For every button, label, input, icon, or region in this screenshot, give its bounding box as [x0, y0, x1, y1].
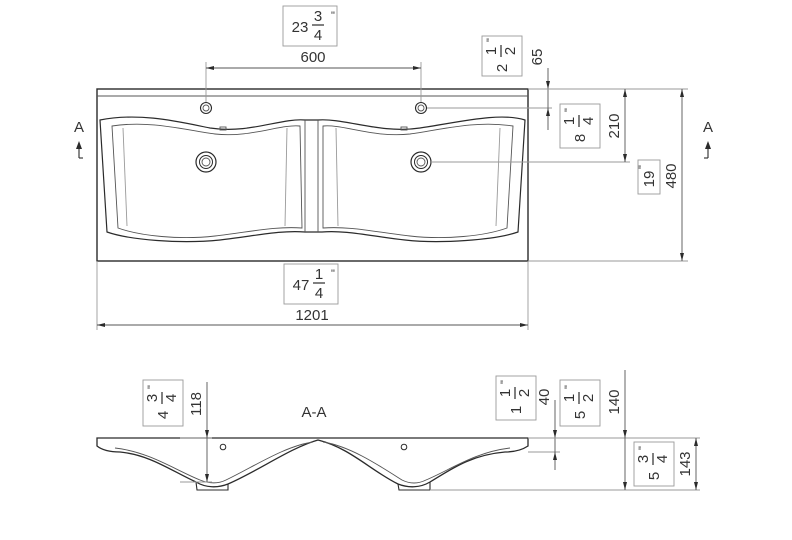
dim-drain-offset-in-mark: "	[563, 108, 575, 112]
dim-faucet-offset: 65 2 1 2 "	[427, 35, 552, 130]
section-marker-left: A	[74, 119, 84, 159]
dim-bowl-depth-in-mark: "	[146, 385, 158, 389]
dim-faucet-offset-in-den: 2	[502, 47, 519, 55]
section-inner-profile-right	[322, 441, 511, 484]
dim-faucet-spacing-mm: 600	[300, 49, 325, 66]
dim-bowl-depth: 118 4 3 4 "	[142, 379, 212, 483]
section-view: A-A 118 4 3 4 "	[96, 370, 700, 491]
dim-bowl-depth-in-num: 3	[144, 394, 161, 402]
side-line-left	[122, 127, 128, 227]
dim-faucet-spacing: 600 23 3 4 "	[205, 5, 422, 102]
dim-depth: 480 19 "	[528, 88, 688, 262]
dim-width: 47 1 4 " 1201	[96, 261, 529, 330]
faucet-hole-left	[199, 101, 213, 115]
overflow-left	[219, 126, 227, 131]
dim-depth-in-mark: "	[637, 165, 649, 169]
section-marker-right-label: A	[703, 119, 713, 136]
bowl-inner-contour	[111, 123, 303, 238]
dim-bowl-depth-mm: 118	[188, 392, 205, 416]
dim-faucet-offset-in-mark: "	[485, 38, 497, 42]
side-line-right-2	[495, 127, 501, 227]
overflow-hole-right	[400, 443, 408, 451]
dim-bowl-depth-in-den: 4	[163, 394, 180, 402]
dim-basin-height-in-mark: "	[563, 385, 575, 389]
dim-total-height-in-mark: "	[637, 446, 649, 450]
side-line-right	[335, 127, 339, 227]
dim-basin-height-in-whole: 5	[572, 411, 589, 419]
section-marker-right: A	[703, 119, 713, 159]
faucet-hole-right	[414, 101, 428, 115]
drain-stub-left	[195, 481, 229, 491]
section-marker-left-label: A	[74, 119, 84, 136]
dim-width-in-whole: 47	[293, 277, 310, 294]
section-profile	[96, 437, 529, 488]
dim-total-height-in-den: 4	[654, 455, 671, 463]
dim-depth-mm: 480	[663, 163, 680, 188]
dim-faucet-offset-mm: 65	[529, 49, 546, 66]
dim-faucet-spacing-in-mark: "	[331, 10, 335, 22]
overflow-right	[400, 126, 408, 131]
dim-total-height-in-whole: 5	[646, 472, 663, 480]
top-view: 600 23 3 4 " 65 2 1 2 "	[74, 5, 713, 330]
dim-faucet-spacing-in-num: 3	[314, 8, 322, 25]
dim-width-in-den: 4	[315, 285, 323, 302]
bowl-inner-contour-right	[322, 123, 514, 238]
dim-faucet-offset-in-num: 1	[483, 47, 500, 55]
dim-rim-height-in-den: 2	[516, 389, 533, 397]
dim-rim-height-mm: 40	[536, 389, 553, 406]
dim-bowl-depth-in-whole: 4	[155, 411, 172, 419]
section-inner-profile	[114, 441, 314, 484]
dim-drain-offset: 210 8 1 4 "	[431, 88, 630, 163]
dim-rim-height-in-whole: 1	[508, 406, 525, 414]
dim-depth-in-whole: 19	[641, 171, 658, 188]
dim-rim-height-in-mark: "	[499, 380, 511, 384]
drain-stub-right	[397, 482, 431, 491]
dim-basin-height: 140 5 1 2 "	[430, 370, 630, 491]
dim-rim-height: 40 1 1 2 "	[495, 375, 560, 470]
dim-drain-offset-in-num: 1	[561, 117, 578, 125]
dim-basin-height-in-den: 2	[580, 394, 597, 402]
dim-drain-offset-in-whole: 8	[572, 134, 589, 142]
dim-basin-height-mm: 140	[606, 389, 623, 414]
dim-faucet-spacing-in-den: 4	[314, 27, 322, 44]
dim-total-height-mm: 143	[677, 451, 694, 476]
dim-faucet-offset-in-whole: 2	[494, 64, 511, 72]
overflow-hole-left	[219, 443, 227, 451]
dim-total-height: 143 5 3 4 "	[630, 437, 700, 491]
dim-width-in-mark: "	[331, 268, 335, 280]
bowl-outline	[99, 116, 526, 243]
dim-width-mm: 1201	[295, 307, 328, 324]
dim-basin-height-in-num: 1	[561, 394, 578, 402]
dim-total-height-in-num: 3	[635, 455, 652, 463]
drain-right	[410, 151, 432, 173]
dim-width-in-num: 1	[315, 266, 323, 283]
dim-faucet-spacing-in-whole: 23	[292, 19, 309, 36]
vanity-top-outline	[96, 88, 529, 262]
dim-drain-offset-mm: 210	[606, 113, 623, 138]
dim-rim-height-in-num: 1	[497, 389, 514, 397]
section-title: A-A	[301, 404, 326, 421]
dim-drain-offset-in-den: 4	[580, 117, 597, 125]
drain-left	[195, 151, 217, 173]
side-line-left-2	[284, 127, 288, 227]
